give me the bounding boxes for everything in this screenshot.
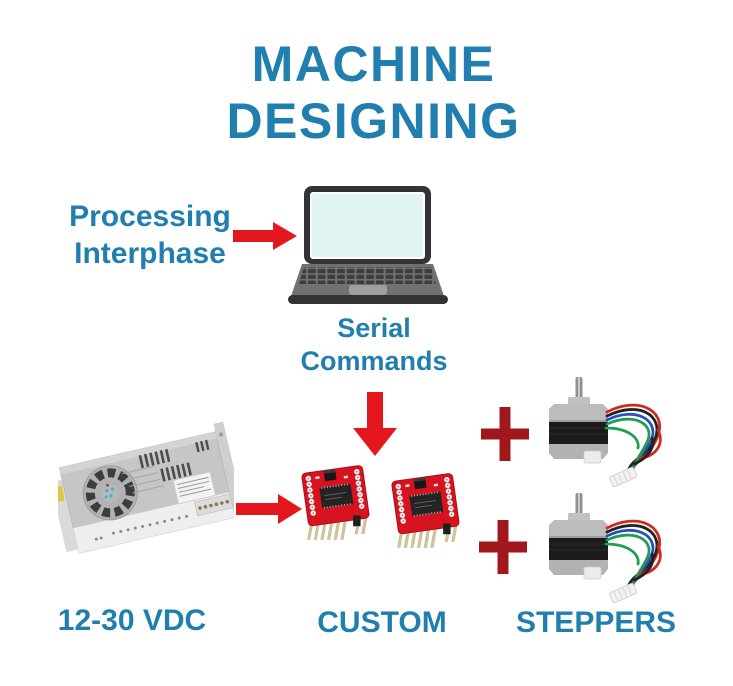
arrow-right-icon: [233, 222, 297, 250]
page-title-line2: DESIGNING: [226, 93, 521, 149]
processing-label-line2: Interphase: [74, 237, 226, 270]
plus-icon: [481, 407, 529, 461]
power-label: 12-30 VDC: [57, 604, 207, 637]
arrow-right-icon: [236, 494, 302, 524]
serial-commands-label: Serial Commands: [274, 312, 474, 378]
plus-icon: [479, 520, 527, 574]
stepper-motor-photo-1: [549, 377, 662, 488]
serial-label-line2: Commands: [300, 346, 448, 376]
steppers-label: STEPPERS: [515, 606, 677, 639]
power-supply-photo: [58, 421, 234, 554]
driver-boards-photo: [298, 458, 498, 576]
processing-interphase-label: Processing Interphase: [50, 198, 250, 272]
arrow-down-icon: [353, 392, 397, 456]
custom-label: CUSTOM: [317, 606, 447, 639]
page-title: MACHINE DESIGNING: [0, 36, 733, 150]
driver-board-2: [391, 473, 459, 547]
driver-board-1: [301, 465, 369, 539]
serial-label-line1: Serial: [337, 313, 411, 343]
stepper-motor-photo-2: [547, 492, 662, 604]
page-title-line1: MACHINE: [251, 36, 496, 92]
processing-label-line1: Processing: [69, 200, 231, 233]
laptop-illustration: [288, 186, 448, 304]
